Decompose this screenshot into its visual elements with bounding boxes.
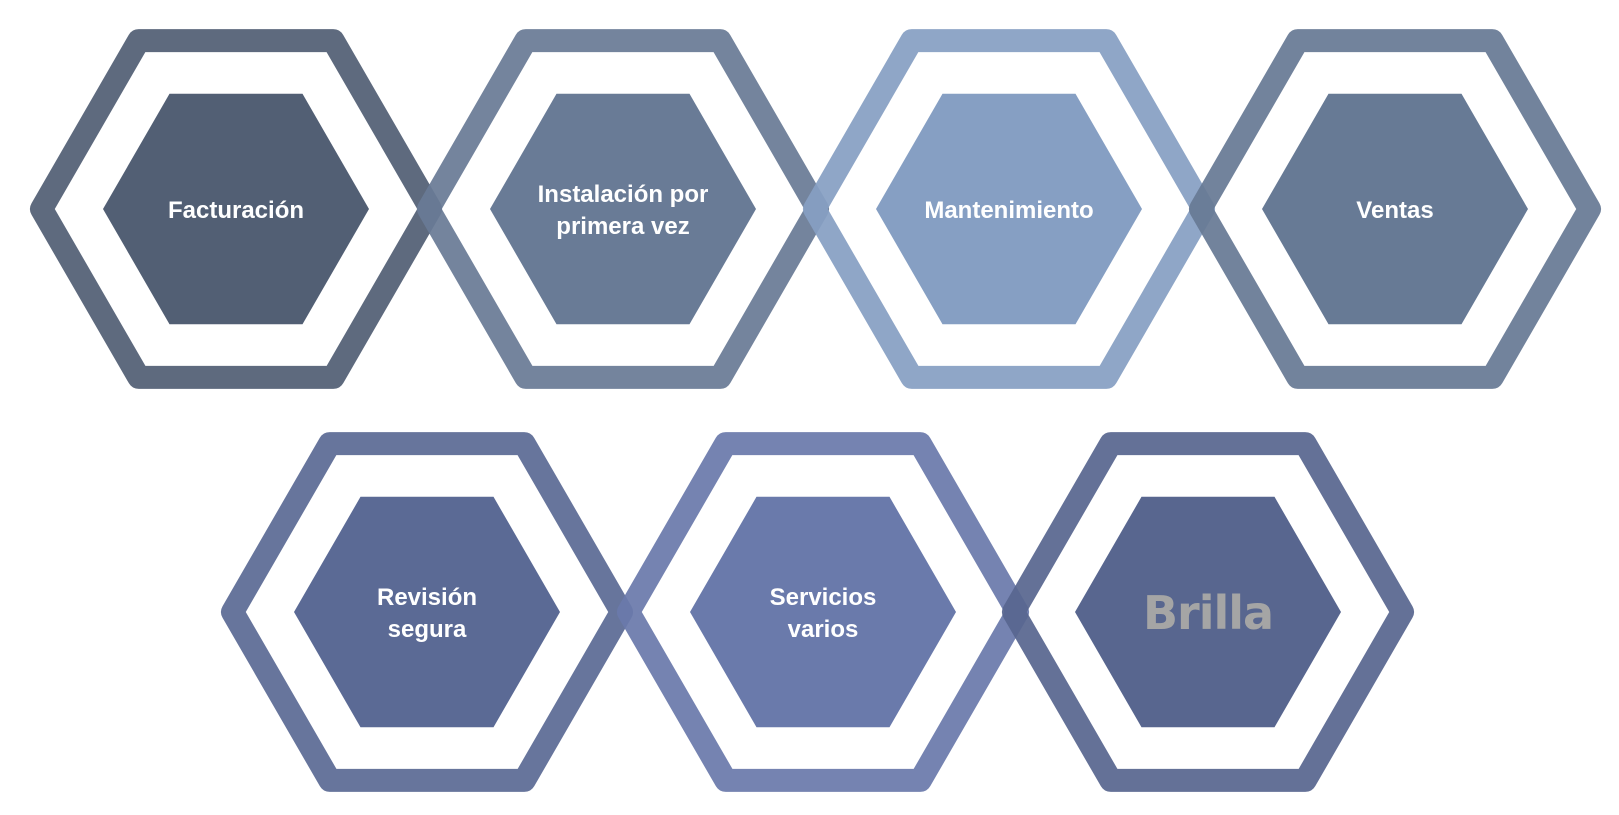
- hex-core-ventas: [1262, 93, 1528, 325]
- hex-label-revision: Revisión segura: [377, 584, 477, 643]
- hex-tile-servicios[interactable]: Servicios varios: [617, 432, 1029, 792]
- hex-label-line: Revisión: [377, 584, 477, 611]
- hex-label-line: Servicios: [770, 584, 877, 611]
- hex-label-line: Instalación por: [538, 181, 709, 208]
- hex-ring-servicios: [617, 432, 1029, 792]
- hex-core-mantenimiento: [876, 93, 1142, 325]
- hex-label-line: varios: [788, 616, 859, 643]
- hex-tile-mantenimiento[interactable]: Mantenimiento: [803, 29, 1215, 389]
- hex-ring-brilla: [1002, 432, 1414, 792]
- brilla-logo: Brilla: [1143, 586, 1273, 640]
- hex-label-servicios: Servicios varios: [770, 584, 877, 643]
- hex-core-revision: [294, 496, 560, 728]
- hex-core-brilla: [1075, 496, 1341, 728]
- hex-label-line: primera vez: [556, 213, 689, 240]
- hex-label-mantenimiento: Mantenimiento: [924, 197, 1093, 224]
- hex-tile-facturacion[interactable]: Facturación: [30, 29, 442, 389]
- hex-tile-instalacion[interactable]: Instalación por primera vez: [417, 29, 829, 389]
- hex-ring-ventas: [1189, 29, 1601, 389]
- hex-ring-mantenimiento: [803, 29, 1215, 389]
- hex-label-line: segura: [388, 616, 467, 643]
- hex-tile-revision[interactable]: Revisión segura: [221, 432, 633, 792]
- hex-core-instalacion: [490, 93, 756, 325]
- hex-ring-facturacion: [30, 29, 442, 389]
- hex-core-facturacion: [103, 93, 369, 325]
- hex-label-facturacion: Facturación: [168, 197, 304, 224]
- hex-ring-instalacion: [417, 29, 829, 389]
- hex-label-ventas: Ventas: [1356, 197, 1433, 224]
- hex-ring-revision: [221, 432, 633, 792]
- hex-label-instalacion: Instalación por primera vez: [538, 181, 709, 240]
- hex-label-line: Ventas: [1356, 197, 1433, 224]
- hex-label-line: Mantenimiento: [924, 197, 1093, 224]
- hex-tile-brilla[interactable]: Brilla: [1002, 432, 1414, 792]
- hex-tile-ventas[interactable]: Ventas: [1189, 29, 1601, 389]
- hex-core-servicios: [690, 496, 956, 728]
- hex-label-line: Facturación: [168, 197, 304, 224]
